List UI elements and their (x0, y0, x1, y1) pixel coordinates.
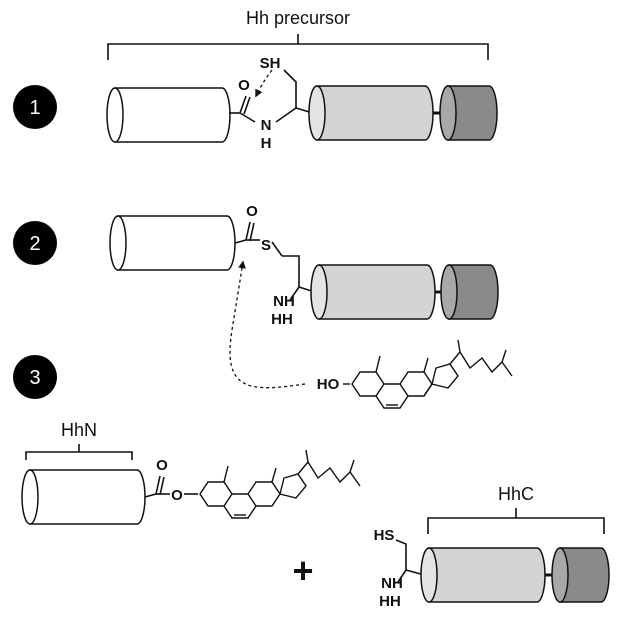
ester-carbonyl-oxygen: O (156, 457, 168, 474)
precursor-bracket: Hh precursor (107, 8, 489, 60)
hhc-amine-hh: HH (379, 593, 401, 610)
hhn-bracket: HhN (25, 420, 133, 460)
cholesterol-hydroxyl: HO (317, 376, 340, 393)
precursor-label: Hh precursor (246, 8, 350, 28)
step-1-marker (13, 85, 57, 129)
amine-nh: NH (273, 293, 295, 310)
amide-nitrogen: N (261, 117, 272, 134)
hhc-thiol: HS (374, 527, 395, 544)
step-3-number: 3 (29, 367, 40, 389)
carbonyl-oxygen: O (238, 77, 250, 94)
plus-sign: + (292, 550, 313, 591)
thioester-sulfur: S (261, 237, 271, 254)
hhc-cylinder (420, 547, 546, 603)
c-domain-cylinder (308, 85, 434, 141)
amine-hh: HH (271, 311, 293, 328)
step-3-marker (13, 355, 57, 399)
n-domain-cylinder (106, 87, 231, 143)
step-1-number: 1 (29, 97, 40, 119)
hhc-amine-nh: NH (381, 575, 403, 592)
step-2: 2 O S NH HH (13, 203, 499, 389)
c-domain-cylinder-2 (310, 264, 436, 320)
step-2-marker (13, 221, 57, 265)
hhc-bracket: HhC (427, 484, 605, 534)
amide-hydrogen: H (261, 135, 272, 152)
step-2-number: 2 (29, 233, 40, 255)
cholesterol-attack-arrow (229, 260, 306, 389)
thioester-oxygen: O (246, 203, 258, 220)
nucleophilic-attack-arrow (255, 69, 273, 98)
step-3: 3 HO HhN (13, 339, 610, 610)
hhc-dark-domain (551, 547, 610, 603)
step-2-chemistry (234, 221, 319, 301)
dark-domain-cylinder-2 (440, 264, 499, 320)
thiol-group: SH (260, 55, 281, 72)
dark-domain-cylinder (439, 85, 498, 141)
hhn-label: HhN (61, 420, 97, 440)
hhn-ester-linkage (144, 475, 198, 498)
hhc-label: HhC (498, 484, 534, 504)
attached-cholesterol (199, 449, 361, 519)
step-1: 1 O N H SH (13, 55, 498, 152)
n-domain-cylinder-2 (109, 215, 236, 271)
hhn-cylinder (21, 469, 146, 525)
ester-oxygen: O (171, 487, 183, 504)
cholesterol-molecule (343, 339, 513, 409)
